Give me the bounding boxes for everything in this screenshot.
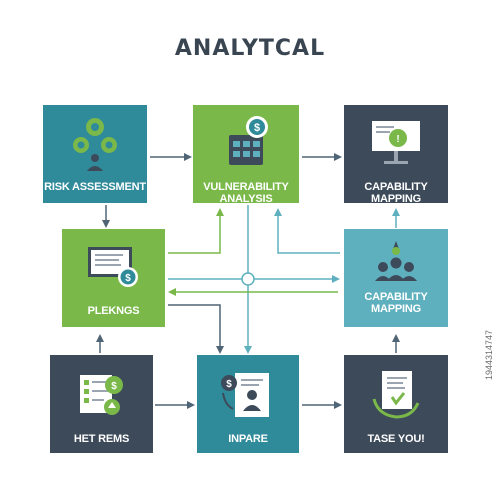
tile-tase-you: TASE YOU!: [344, 355, 448, 453]
stock-id-watermark: 1944314747: [484, 329, 494, 380]
svg-text:!: !: [396, 134, 399, 145]
tile-label: PLEKNGS: [87, 305, 140, 317]
arrow-plekngs-to-inpare: [168, 304, 224, 354]
tile-inpare: $ INPARE: [197, 355, 299, 453]
arrow-plekngs-to-vulnerability: [168, 208, 224, 254]
svg-text:$: $: [111, 381, 117, 392]
team-idea-icon: [375, 241, 417, 281]
calculator-dollar-icon: $: [229, 116, 268, 165]
tile-capability-mapping-top: ! CAPABILITY MAPPING: [344, 105, 448, 205]
tile-label: RISK ASSESSMENT: [44, 181, 146, 193]
tile-label: TASE YOU!: [367, 433, 425, 445]
document-person-icon: $: [221, 373, 269, 417]
svg-text:$: $: [226, 379, 232, 390]
svg-text:$: $: [125, 273, 131, 284]
presentation-board-icon: !: [372, 121, 420, 164]
tile-vulnerability-analysis: $ VULNERABILITY ANALYSIS: [193, 105, 299, 205]
tile-label: VULNERABILITY ANALYSIS: [203, 181, 289, 205]
checklist-dollar-icon: $: [80, 375, 123, 415]
monitor-dollar-icon: $: [88, 247, 138, 287]
tile-capability-mapping-middle: CAPABILITY MAPPING: [344, 229, 448, 327]
arrow-capability-to-vulnerability: [274, 208, 340, 254]
tile-het-rems: $ HET REMS: [50, 355, 153, 453]
svg-text:$: $: [254, 122, 260, 134]
tile-label: INPARE: [228, 433, 268, 445]
center-hub: [241, 272, 255, 286]
tile-label: HET REMS: [73, 433, 130, 445]
tile-plekngs: $ PLEKNGS: [62, 229, 165, 327]
tile-risk-assessment: RISK ASSESSMENT: [43, 105, 147, 203]
page-title: ANALYTCAL: [174, 36, 326, 61]
tile-label: CAPABILITY MAPPING: [364, 181, 428, 205]
tile-label: CAPABILITY MAPPING: [364, 291, 428, 315]
document-hand-icon: [372, 371, 420, 419]
gears-people-icon: [73, 118, 117, 171]
